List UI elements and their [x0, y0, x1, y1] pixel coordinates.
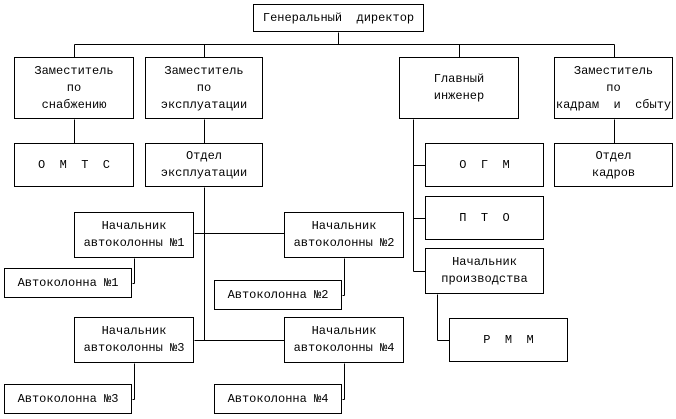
org-box-dep-ops: Заместитель по эксплуатации — [145, 57, 263, 119]
org-box-label: эксплуатации — [160, 166, 248, 180]
org-box-head3: Начальник автоколонны №3 — [74, 317, 194, 363]
org-box-head1: Начальник автоколонны №1 — [74, 212, 194, 258]
org-box-label: снабжению — [41, 97, 107, 112]
org-box-label: Р М М — [483, 332, 534, 347]
org-box-col1: Автоколонна №1 — [4, 268, 132, 298]
org-box-head4: Начальник автоколонны №4 — [284, 317, 404, 363]
org-box-label: кадрам и сбыту — [555, 97, 672, 112]
org-box-label: Автоколонна №1 — [17, 275, 119, 290]
org-box-label: О Г М — [459, 157, 510, 172]
org-box-og-m: О Г М — [425, 143, 544, 187]
org-box-ops-dept: Отдел эксплуатации — [145, 143, 263, 187]
org-box-label: Начальник — [101, 324, 167, 338]
org-box-label: Генеральный директор — [262, 10, 415, 25]
org-box-label: Начальник — [311, 219, 377, 233]
org-box-col3: Автоколонна №3 — [4, 384, 132, 414]
org-box-label: автоколонны №1 — [83, 236, 185, 250]
org-box-label: Заместитель — [164, 63, 244, 78]
org-box-label: по — [606, 80, 621, 95]
org-box-head2: Начальник автоколонны №2 — [284, 212, 404, 258]
org-box-col4: Автоколонна №4 — [214, 384, 342, 414]
org-box-hr-dept: Отдел кадров — [554, 143, 673, 187]
org-box-pto: П Т О — [425, 196, 544, 240]
org-box-label: автоколонны №3 — [83, 341, 185, 355]
org-box-label: Автоколонна №4 — [227, 391, 329, 406]
org-box-label: по — [196, 80, 212, 95]
org-box-label: Отдел — [595, 149, 632, 163]
org-box-label: автоколонны №2 — [293, 236, 395, 250]
org-box-dep-hr: Заместитель по кадрам и сбыту — [554, 57, 673, 119]
org-box-omts: О М Т С — [14, 143, 134, 187]
org-box-label: Отдел — [185, 149, 222, 163]
org-box-label: инженер — [433, 89, 485, 103]
org-box-ceo: Генеральный директор — [253, 4, 424, 32]
org-box-col2: Автоколонна №2 — [214, 280, 342, 310]
org-box-rmm: Р М М — [449, 318, 568, 362]
org-box-label: Заместитель — [573, 63, 654, 78]
org-box-label: эксплуатации — [160, 97, 248, 112]
org-box-label: кадров — [591, 166, 636, 180]
org-box-label: Заместитель — [34, 63, 114, 78]
org-box-label: производства — [441, 272, 528, 286]
org-box-label: П Т О — [459, 210, 510, 225]
org-box-label: Начальник — [452, 255, 517, 269]
org-box-prod-head: Начальник производства — [425, 248, 544, 294]
org-box-label: Начальник — [101, 219, 167, 233]
org-box-dep-supply: Заместитель по снабжению — [14, 57, 134, 119]
org-box-label: О М Т С — [37, 157, 110, 172]
org-box-label: автоколонны №4 — [293, 341, 395, 355]
org-box-label: Главный — [433, 72, 485, 86]
org-box-label: Автоколонна №2 — [227, 287, 329, 302]
org-box-chief-eng: Главный инженер — [399, 57, 519, 119]
org-box-label: Автоколонна №3 — [17, 391, 119, 406]
org-box-label: Начальник — [311, 324, 377, 338]
org-box-label: по — [66, 80, 82, 95]
